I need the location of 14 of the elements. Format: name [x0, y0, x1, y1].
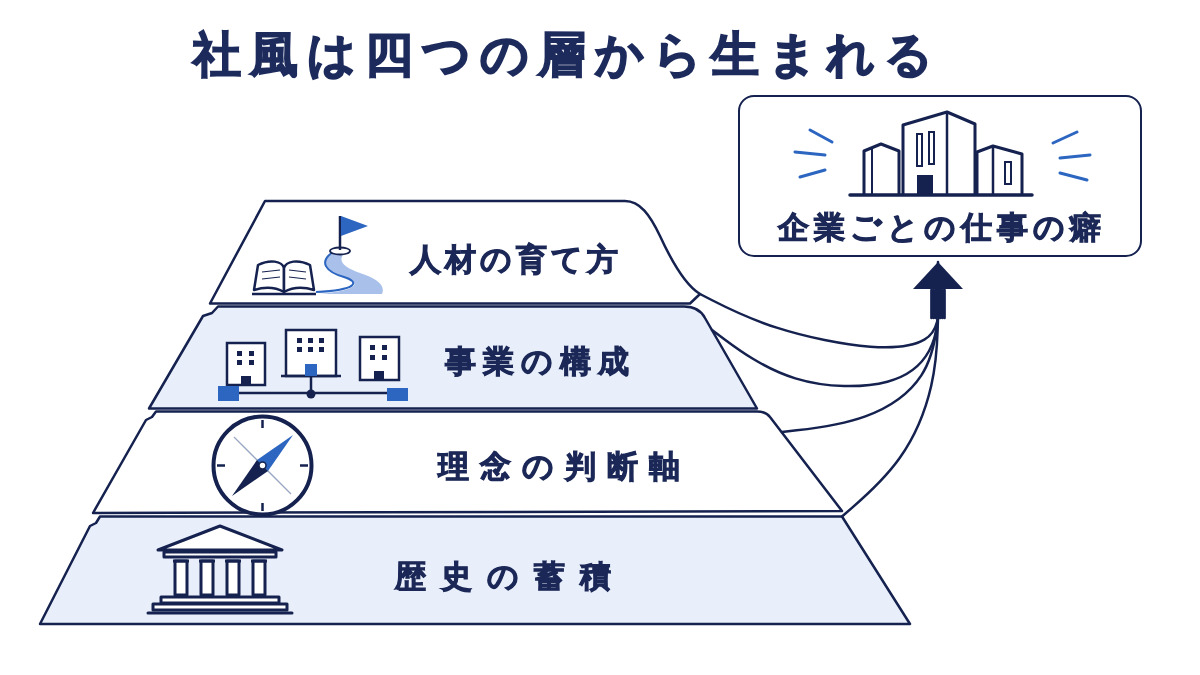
title: 社風は四つの層から生まれる — [193, 25, 942, 83]
layer-label: 事業の構成 — [445, 342, 636, 380]
flow-line — [698, 292, 940, 349]
result-box — [738, 95, 1142, 257]
pyramid-layer — [38, 515, 912, 626]
result-label: 企業ごとの仕事の癖 — [777, 207, 1107, 246]
merged-arrow — [913, 260, 963, 320]
pyramid-layer — [91, 410, 844, 515]
pyramid-layer — [208, 199, 702, 305]
layer-label: 理念の判断軸 — [438, 447, 691, 485]
layer-label: 歴史の蓄積 — [395, 557, 626, 595]
flow-line — [840, 316, 940, 518]
pyramid-layer — [147, 305, 759, 410]
layer-label: 人材の育て方 — [410, 240, 622, 278]
